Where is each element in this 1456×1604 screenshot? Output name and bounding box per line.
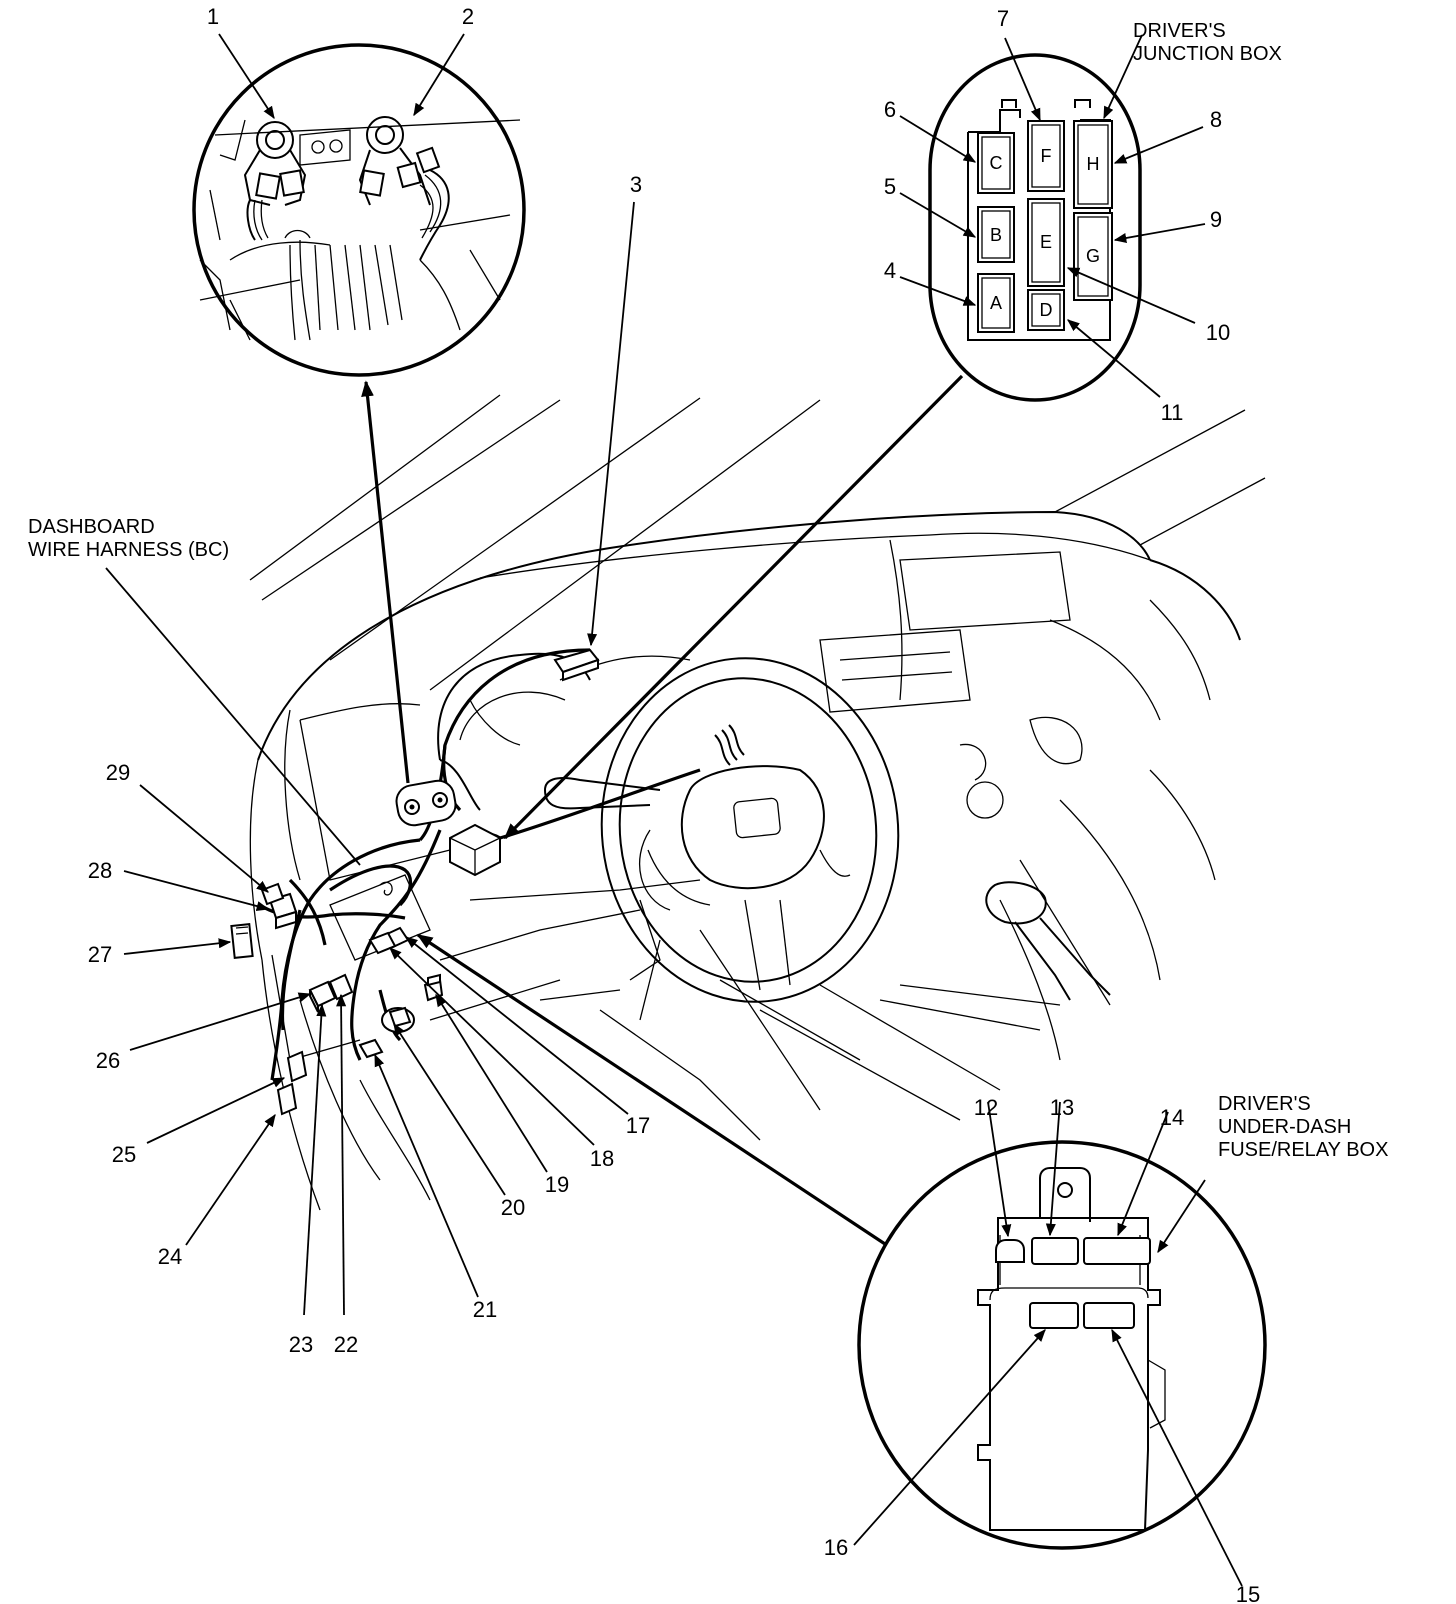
callout-19: 19 xyxy=(545,1172,569,1197)
callout-27: 27 xyxy=(88,942,112,967)
detail-pointers xyxy=(361,374,964,1246)
callout-9: 9 xyxy=(1210,207,1222,232)
harness-caption-line-1: DASHBOARD xyxy=(28,516,155,538)
harness-routing xyxy=(259,648,745,1081)
leader-lines xyxy=(105,33,1243,1587)
callout-18: 18 xyxy=(590,1146,614,1171)
connector-label-e: E xyxy=(1040,232,1052,252)
connector-label-a: A xyxy=(990,293,1002,313)
steering-wheel xyxy=(600,657,900,1003)
dash-connectors xyxy=(230,648,600,1116)
connector-label-c: C xyxy=(990,153,1003,173)
callout-11: 11 xyxy=(1161,400,1184,425)
connector-label-d: D xyxy=(1040,300,1053,320)
callout-22: 22 xyxy=(334,1332,358,1357)
callout-17: 17 xyxy=(626,1113,650,1138)
callout-2: 2 xyxy=(462,4,474,29)
captions: DRIVER'S JUNCTION BOX DRIVER'S UNDER-DAS… xyxy=(28,20,1388,1161)
callout-24: 24 xyxy=(158,1244,182,1269)
callout-28: 28 xyxy=(88,858,112,883)
callout-23: 23 xyxy=(289,1332,313,1357)
harness-caption-line-2: WIRE HARNESS (BC) xyxy=(28,539,229,561)
callout-6: 6 xyxy=(884,97,896,122)
callout-25: 25 xyxy=(112,1142,136,1167)
junction-box-caption-line-2: JUNCTION BOX xyxy=(1133,43,1282,65)
callout-7: 7 xyxy=(997,6,1009,31)
callout-20: 20 xyxy=(501,1195,525,1220)
junction-box-caption-line-1: DRIVER'S xyxy=(1133,20,1226,42)
detail-circle-combination-switches xyxy=(192,43,526,377)
callout-3: 3 xyxy=(630,172,642,197)
callout-12: 12 xyxy=(974,1095,998,1120)
fuse-relay-box-caption-line-3: FUSE/RELAY BOX xyxy=(1218,1139,1388,1161)
connector-label-f: F xyxy=(1041,146,1052,166)
callout-14: 14 xyxy=(1160,1105,1184,1130)
fuse-relay-box-caption-line-1: DRIVER'S xyxy=(1218,1093,1311,1115)
callout-8: 8 xyxy=(1210,107,1222,132)
detail-circle-junction-box xyxy=(928,53,1142,402)
connector-label-b: B xyxy=(990,225,1002,245)
detail-circle-fuse-relay-box xyxy=(857,1140,1267,1550)
callout-5: 5 xyxy=(884,174,896,199)
callout-4: 4 xyxy=(884,258,896,283)
callout-16: 16 xyxy=(824,1535,848,1560)
callout-29: 29 xyxy=(106,760,130,785)
junction-box-letters: A B C D E F G H xyxy=(990,146,1101,320)
callout-26: 26 xyxy=(96,1048,120,1073)
connector-label-h: H xyxy=(1087,154,1100,174)
callout-21: 21 xyxy=(473,1297,497,1322)
callout-13: 13 xyxy=(1050,1095,1074,1120)
fuse-relay-box-caption-line-2: UNDER-DASH xyxy=(1218,1116,1351,1138)
callout-1: 1 xyxy=(207,4,219,29)
connector-label-g: G xyxy=(1086,246,1100,266)
callout-10: 10 xyxy=(1206,320,1230,345)
callout-15: 15 xyxy=(1236,1582,1260,1604)
callout-numbers: 1 2 3 4 5 6 7 8 9 10 11 12 13 14 15 16 1… xyxy=(88,4,1260,1604)
